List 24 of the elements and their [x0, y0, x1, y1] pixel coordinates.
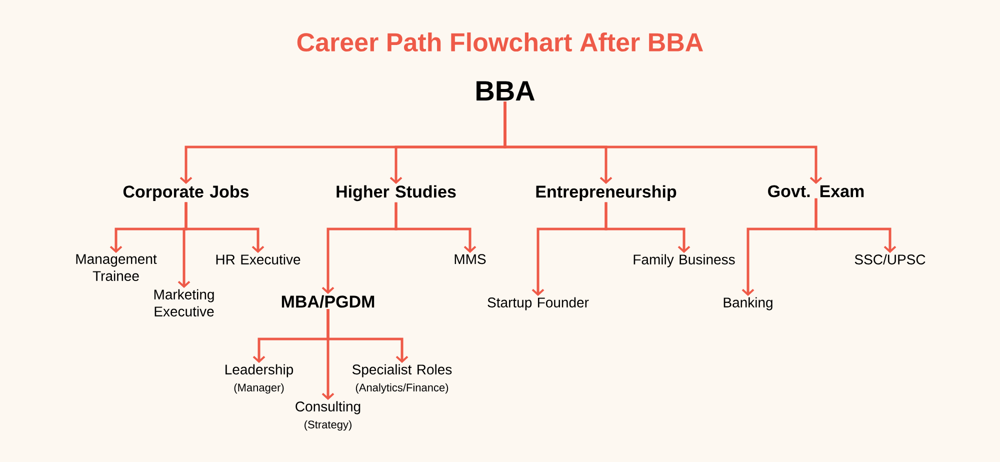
career-label: HR Executive	[216, 254, 300, 264]
career-label: Management Trainee	[76, 254, 157, 281]
career-label: Marketing Executive	[154, 289, 214, 316]
arrow	[504, 102, 822, 184]
arrow	[394, 202, 476, 253]
career-label: Leadership (Manager)	[226, 364, 294, 394]
category-label: Entrepreneurship	[536, 185, 676, 202]
career-label: Banking	[724, 297, 772, 310]
career-label: Specialist Roles (Analytics/Finance)	[352, 364, 452, 394]
category-label: Higher Studies	[336, 185, 456, 202]
arrow	[184, 202, 264, 253]
title: Career Path Flowchart After BBA	[297, 32, 703, 52]
arrow	[604, 202, 690, 253]
career-label: MMS	[454, 254, 486, 264]
category-label: MBA/PGDM	[282, 295, 374, 308]
career-label: SSC/UPSC	[854, 254, 926, 264]
career-label: Consulting (Strategy)	[296, 401, 360, 431]
category-label: Govt. Exam	[768, 185, 864, 198]
root-label: BBA	[476, 81, 535, 100]
arrow	[814, 198, 896, 253]
category-label: Corporate Jobs	[123, 185, 249, 202]
career-label: Startup Founder	[488, 297, 589, 310]
arrow	[326, 309, 408, 363]
career-label: Family Business	[634, 254, 735, 268]
